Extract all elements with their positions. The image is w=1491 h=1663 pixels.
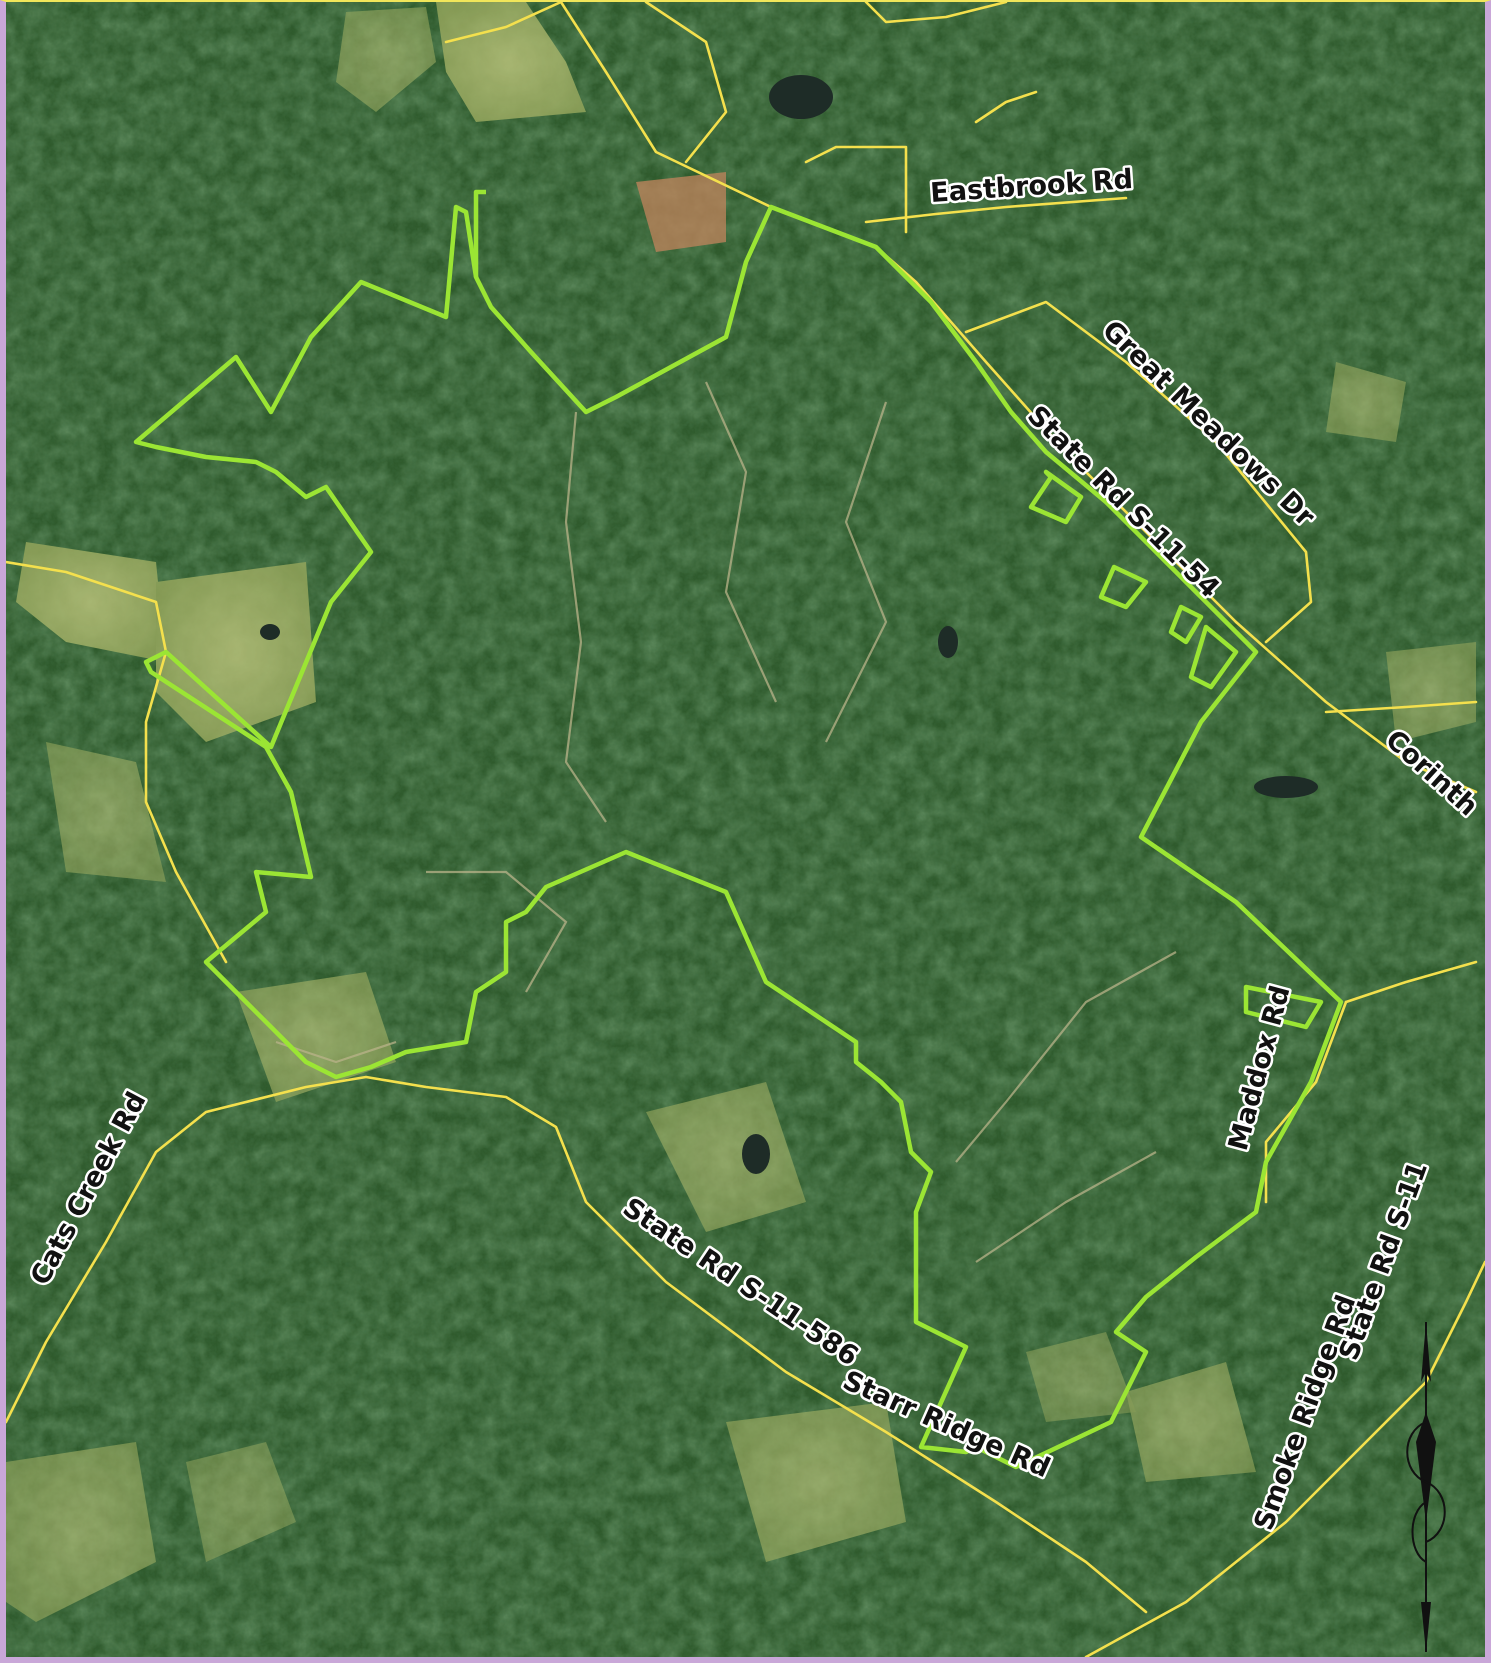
boundary-notch-3 xyxy=(1168,604,1204,645)
road-north-1 xyxy=(644,2,728,164)
road-smoke-ridge xyxy=(1084,1260,1485,1657)
road-maddox-east xyxy=(1344,960,1478,1004)
road-north-3 xyxy=(444,2,563,44)
ponds xyxy=(260,75,1318,1174)
road-north-2 xyxy=(864,2,1008,24)
aerial-map[interactable]: Eastbrook Rd Great Meadows Dr State Rd S… xyxy=(6,2,1485,1657)
dirt-tracks xyxy=(275,381,1177,1263)
fields xyxy=(6,2,1476,1622)
boundary-notch-1 xyxy=(1028,469,1084,525)
boundary-main xyxy=(133,204,1344,1470)
boundary-inner-north xyxy=(473,189,486,277)
road-great-meadows xyxy=(964,300,1313,644)
road-north-4 xyxy=(804,145,908,234)
forest-canopy xyxy=(6,2,1485,1657)
road-corinth-north xyxy=(1324,700,1478,714)
road-corinth xyxy=(1234,620,1478,794)
boundary-notch-5 xyxy=(1243,984,1324,1030)
road-cats-creek xyxy=(6,1075,1148,1614)
north-arrow-icon xyxy=(1406,1322,1446,1652)
boundary-notch-2 xyxy=(1098,564,1149,610)
boundary-notch-4 xyxy=(1188,624,1239,690)
road-east-upper xyxy=(974,90,1038,124)
property-boundary xyxy=(133,189,1344,1470)
road-eastbrook-branch xyxy=(864,196,1128,224)
road-west xyxy=(6,560,228,964)
